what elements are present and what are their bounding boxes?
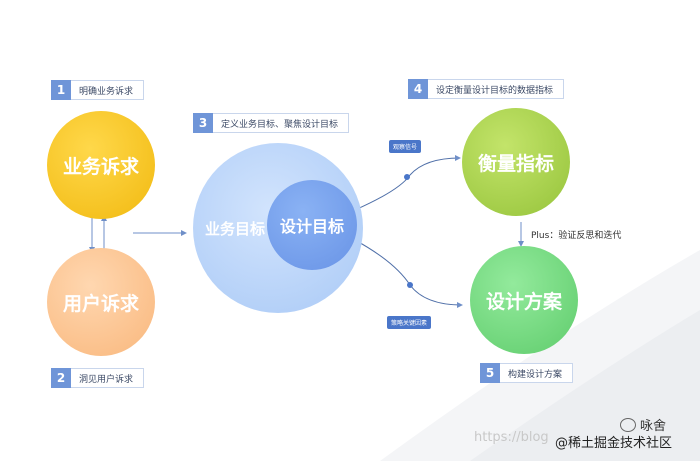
- step-1-number: 1: [51, 80, 71, 100]
- step-1-label: 明确业务诉求: [71, 80, 145, 100]
- step-5-number: 5: [480, 363, 500, 383]
- factors-dot: [407, 282, 413, 288]
- circle-metrics: 衡量指标: [462, 108, 570, 216]
- watermark-url: https://blog: [474, 430, 549, 445]
- signal-dot: [404, 174, 410, 180]
- step-4-number: 4: [408, 79, 428, 99]
- circle-business-goal-label: 业务目标: [205, 219, 266, 238]
- step-2: 2 洞见用户诉求: [51, 368, 145, 388]
- watermark-community: @稀土掘金技术社区: [555, 436, 673, 451]
- circle-user-need-label: 用户诉求: [62, 292, 139, 315]
- step-4: 4 设定衡量设计目标的数据指标: [408, 79, 565, 99]
- step-2-number: 2: [51, 368, 71, 388]
- step-3: 3 定义业务目标、聚焦设计目标: [193, 113, 350, 133]
- step-1: 1 明确业务诉求: [51, 80, 145, 100]
- circle-design-plan: 设计方案: [470, 246, 578, 354]
- circle-business-need-label: 业务诉求: [62, 155, 139, 178]
- circle-design-goal: 设计目标: [267, 180, 357, 270]
- step-5-label: 构建设计方案: [500, 363, 574, 383]
- plus-note: Plus：验证反思和迭代: [531, 231, 622, 241]
- step-4-label: 设定衡量设计目标的数据指标: [428, 79, 565, 99]
- curve-to-metrics: [354, 155, 461, 211]
- circle-user-need: 用户诉求: [47, 248, 155, 356]
- watermark-logo-text: 咏舍: [640, 419, 667, 434]
- tag-signal: 观察信号: [389, 140, 422, 153]
- step-3-number: 3: [193, 113, 213, 133]
- circle-design-goal-label: 设计目标: [279, 217, 344, 236]
- circle-business-need: 业务诉求: [47, 111, 155, 219]
- circle-design-plan-label: 设计方案: [485, 290, 562, 313]
- wechat-icon: [620, 418, 636, 432]
- circle-metrics-label: 衡量指标: [477, 152, 554, 175]
- step-5: 5 构建设计方案: [480, 363, 574, 383]
- step-2-label: 洞见用户诉求: [71, 368, 145, 388]
- step-3-label: 定义业务目标、聚焦设计目标: [213, 113, 350, 133]
- tag-factors: 策略关键因素: [387, 316, 432, 329]
- curve-to-plan: [354, 239, 463, 308]
